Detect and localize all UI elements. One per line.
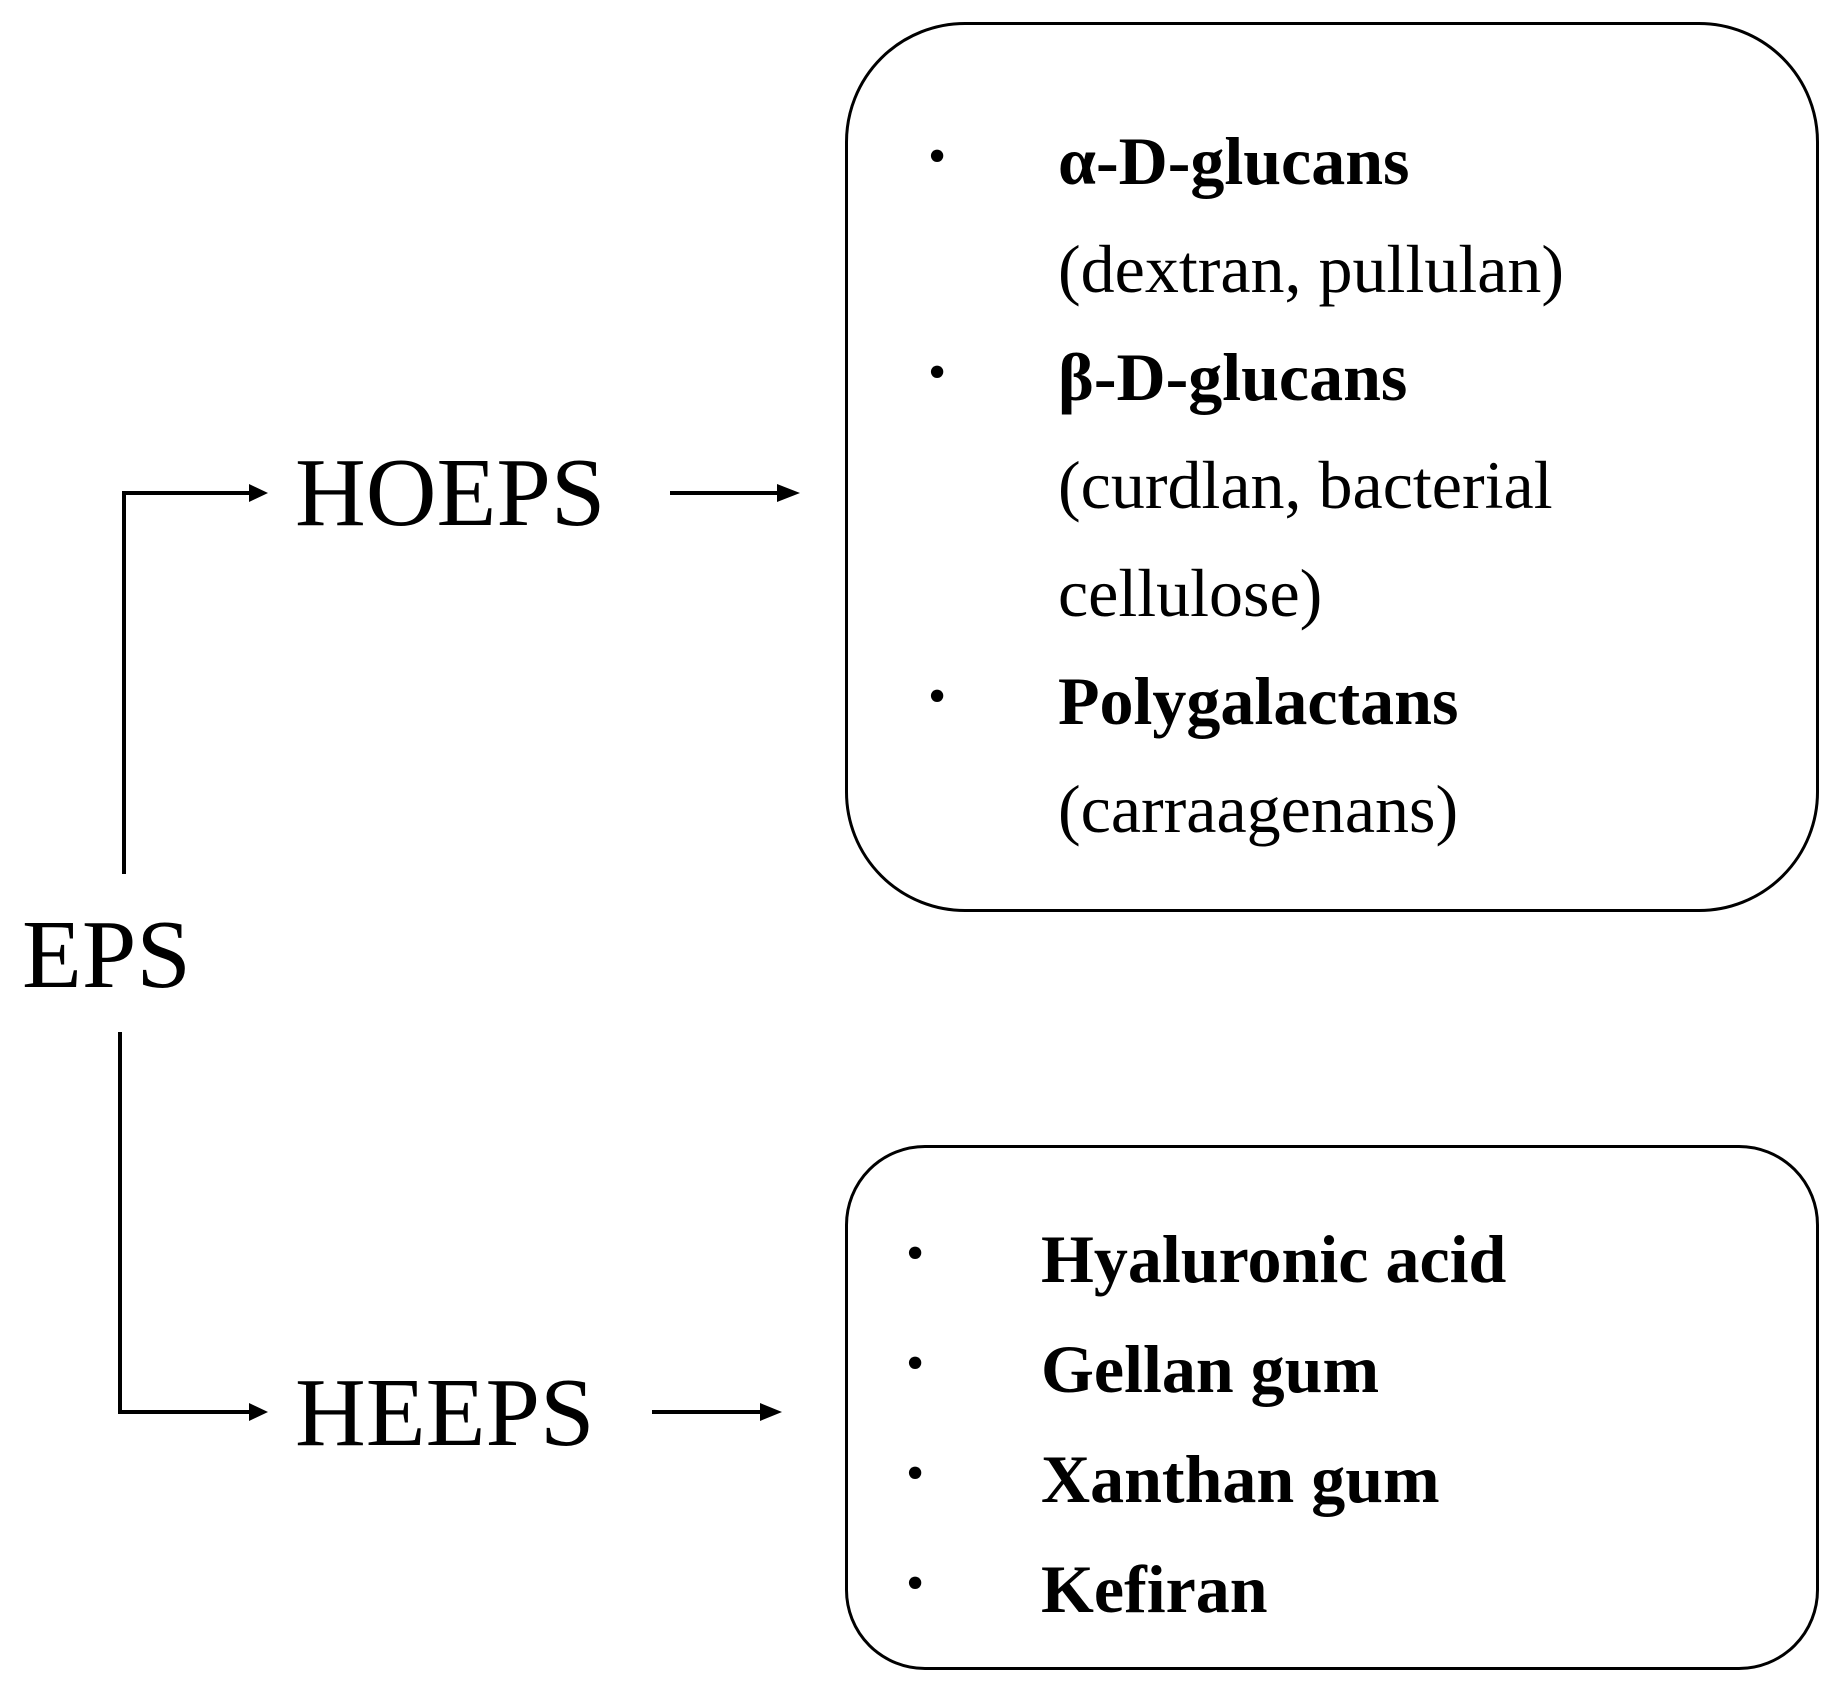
item-name: Xanthan gum xyxy=(1041,1441,1440,1517)
list-item: • Kefiran xyxy=(848,1534,1816,1644)
list-item: • Hyaluronic acid xyxy=(848,1204,1816,1314)
root-node-eps: EPS xyxy=(22,901,191,1009)
item-name: Kefiran xyxy=(1041,1551,1268,1627)
eps-to-hoeps-connector xyxy=(122,491,262,874)
bullet-icon: • xyxy=(928,668,947,725)
list-item: • Gellan gum xyxy=(848,1314,1816,1424)
item-name: Hyaluronic acid xyxy=(1041,1221,1507,1297)
hoeps-to-box-arrowhead xyxy=(777,484,800,502)
item-name: α-D-glucans xyxy=(1058,123,1410,199)
bullet-icon: • xyxy=(928,128,947,185)
branch-node-hoeps: HOEPS xyxy=(295,439,606,547)
eps-to-heeps-arrowhead xyxy=(249,1403,268,1421)
hoeps-examples-list: • α-D-glucans (dextran, pullulan) • β-D-… xyxy=(848,107,1816,863)
heeps-to-box-arrowhead xyxy=(760,1403,782,1421)
bullet-icon: • xyxy=(906,1555,925,1612)
item-name: β-D-glucans xyxy=(1058,339,1408,415)
item-detail: (curdlan, bacterial cellulose) xyxy=(1058,447,1553,631)
list-item: • Xanthan gum xyxy=(848,1424,1816,1534)
bullet-icon: • xyxy=(928,344,947,401)
bullet-icon: • xyxy=(906,1225,925,1282)
list-item: • β-D-glucans (curdlan, bacterial cellul… xyxy=(848,323,1816,647)
heeps-examples-list: • Hyaluronic acid • Gellan gum • Xanthan… xyxy=(848,1204,1816,1644)
item-name: Gellan gum xyxy=(1041,1331,1380,1407)
eps-to-hoeps-arrowhead xyxy=(249,484,268,502)
bullet-icon: • xyxy=(906,1445,925,1502)
hoeps-examples-box: • α-D-glucans (dextran, pullulan) • β-D-… xyxy=(845,22,1819,912)
item-detail: (dextran, pullulan) xyxy=(1058,231,1565,307)
list-item: • α-D-glucans (dextran, pullulan) xyxy=(848,107,1816,323)
list-item: • Polygalactans (carraagenans) xyxy=(848,647,1816,863)
bullet-icon: • xyxy=(906,1335,925,1392)
item-detail: (carraagenans) xyxy=(1058,771,1459,847)
item-name: Polygalactans xyxy=(1058,663,1459,739)
branch-node-heeps: HEEPS xyxy=(295,1359,595,1467)
eps-to-heeps-connector xyxy=(118,1032,262,1414)
heeps-examples-box: • Hyaluronic acid • Gellan gum • Xanthan… xyxy=(845,1145,1819,1670)
